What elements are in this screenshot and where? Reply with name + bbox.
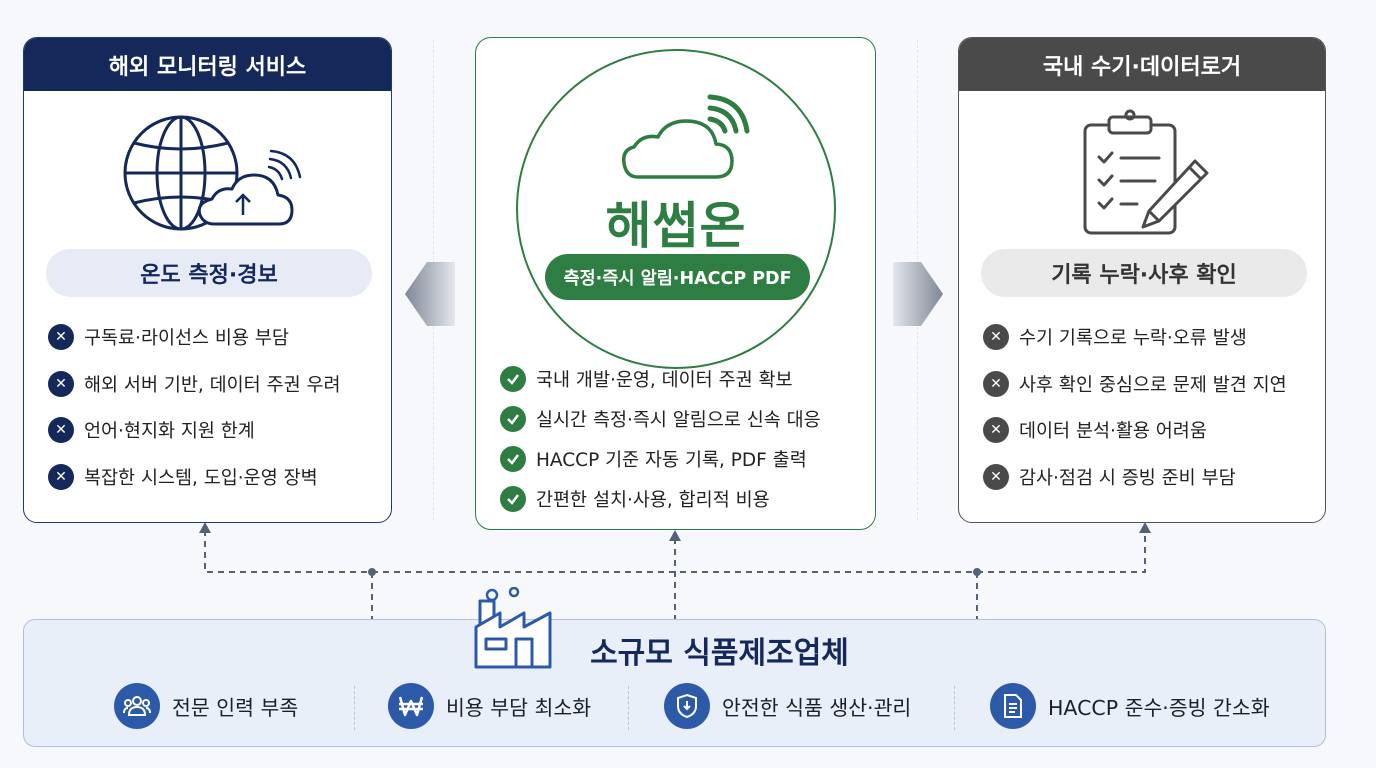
x-icon: ✕ bbox=[48, 417, 74, 444]
feature-divider bbox=[354, 686, 355, 730]
feature-cost: 비용 부담 최소화 bbox=[388, 678, 591, 734]
factory-icon bbox=[474, 587, 552, 669]
cloud-upload-icon bbox=[197, 173, 294, 226]
list-item: ✕복잡한 시스템, 도입·운영 장벽 bbox=[48, 454, 381, 501]
overseas-monitoring-card: 해외 모니터링 서비스 온도 측정·경보 ✕구독료 bbox=[23, 37, 392, 523]
list-item: HACCP 기준 자동 기록, PDF 출력 bbox=[500, 439, 821, 479]
feature-divider bbox=[954, 686, 955, 730]
check-icon bbox=[500, 406, 526, 432]
icon-area bbox=[24, 91, 391, 251]
feature-haccp: HACCP 준수·증빙 간소화 bbox=[990, 678, 1270, 734]
pencil-icon bbox=[1141, 159, 1209, 229]
benefit-list: 국내 개발·운영, 데이터 주권 확보 실시간 측정·즉시 알림으로 신속 대응… bbox=[500, 359, 821, 519]
list-item: ✕언어·현지화 지원 한계 bbox=[48, 407, 381, 454]
card-subtitle: 기록 누락·사후 확인 bbox=[981, 249, 1307, 297]
issue-list: ✕수기 기록으로 누락·오류 발생 ✕사후 확인 중심으로 문제 발견 지연 ✕… bbox=[983, 314, 1315, 500]
card-title: 국내 수기·데이터로거 bbox=[959, 38, 1325, 91]
check-icon bbox=[500, 366, 526, 392]
won-icon bbox=[388, 683, 434, 729]
card-title: 해외 모니터링 서비스 bbox=[24, 38, 391, 91]
list-item: ✕데이터 분석·활용 어려움 bbox=[983, 407, 1315, 454]
x-icon: ✕ bbox=[983, 370, 1009, 397]
brand-circle: 해썹온 측정·즉시 알림·HACCP PDF bbox=[516, 49, 836, 369]
list-item: ✕사후 확인 중심으로 문제 발견 지연 bbox=[983, 361, 1315, 408]
icon-area bbox=[959, 91, 1325, 251]
arrow-left-icon bbox=[405, 262, 455, 326]
wifi-signal-icon bbox=[707, 94, 750, 134]
feature-safety: 안전한 식품 생산·관리 bbox=[664, 678, 911, 734]
x-icon: ✕ bbox=[983, 324, 1009, 351]
document-icon bbox=[990, 683, 1036, 729]
brand-tagline: 측정·즉시 알림·HACCP PDF bbox=[545, 254, 810, 300]
list-item: ✕해외 서버 기반, 데이터 주권 우려 bbox=[48, 361, 381, 408]
list-item: 국내 개발·운영, 데이터 주권 확보 bbox=[500, 359, 821, 399]
list-item: ✕구독료·라이선스 비용 부담 bbox=[48, 314, 381, 361]
x-icon: ✕ bbox=[48, 370, 74, 397]
domestic-logger-card: 국내 수기·데이터로거 기록 누락·사후 확인 ✕수기 기 bbox=[958, 37, 1326, 523]
list-item: 실시간 측정·즉시 알림으로 신속 대응 bbox=[500, 399, 821, 439]
list-item: 간편한 설치·사용, 합리적 비용 bbox=[500, 479, 821, 519]
feature-divider bbox=[628, 686, 629, 730]
card-subtitle: 온도 측정·경보 bbox=[46, 249, 372, 297]
x-icon: ✕ bbox=[983, 463, 1009, 490]
x-icon: ✕ bbox=[48, 324, 74, 351]
feature-staff-shortage: 전문 인력 부족 bbox=[114, 678, 298, 734]
check-icon bbox=[500, 486, 526, 512]
haccpon-card: 해썹온 측정·즉시 알림·HACCP PDF 국내 개발·운영, 데이터 주권 … bbox=[475, 37, 876, 530]
list-item: ✕감사·점검 시 증빙 준비 부담 bbox=[983, 454, 1315, 501]
x-icon: ✕ bbox=[983, 417, 1009, 444]
wifi-signal-icon bbox=[267, 149, 302, 181]
brand-name: 해썹온 bbox=[605, 197, 747, 255]
list-item: ✕수기 기록으로 누락·오류 발생 bbox=[983, 314, 1315, 361]
clipboard-checklist-icon bbox=[1083, 109, 1177, 235]
x-icon: ✕ bbox=[48, 463, 74, 490]
globe-icon bbox=[123, 115, 239, 231]
small-food-manufacturer-panel: 소규모 식품제조업체 전문 인력 부족 비용 부담 최소화 안전한 식품 생산·… bbox=[23, 587, 1326, 747]
people-icon bbox=[114, 683, 160, 729]
arrow-right-icon bbox=[893, 262, 943, 326]
shield-icon bbox=[664, 683, 710, 729]
check-icon bbox=[500, 446, 526, 472]
cloud-icon bbox=[621, 119, 734, 179]
panel-title: 소규모 식품제조업체 bbox=[590, 636, 849, 671]
issue-list: ✕구독료·라이선스 비용 부담 ✕해외 서버 기반, 데이터 주권 우려 ✕언어… bbox=[48, 314, 381, 500]
feature-row: 전문 인력 부족 비용 부담 최소화 안전한 식품 생산·관리 HACCP 준수… bbox=[24, 678, 1325, 734]
